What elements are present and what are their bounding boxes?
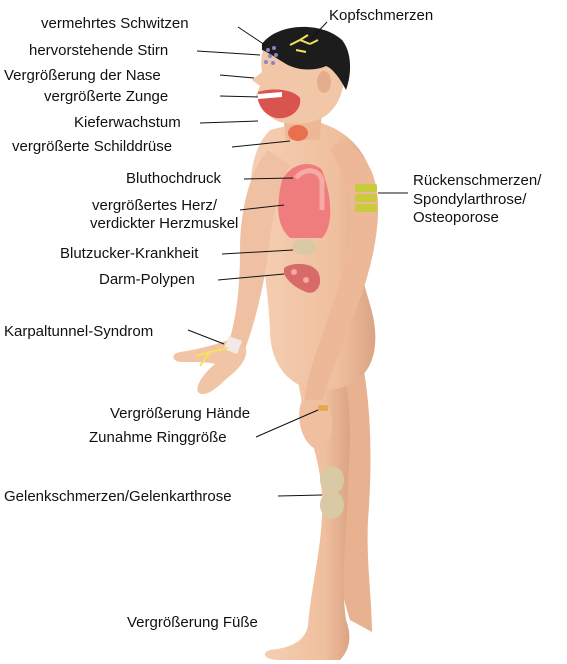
label-thyroid: vergrößerte Schilddrüse (12, 138, 172, 156)
label-tongue: vergrößerte Zunge (44, 88, 168, 106)
ear (317, 71, 331, 93)
thyroid-organ (288, 125, 308, 141)
label-hypertension: Bluthochdruck (126, 170, 221, 188)
label-ring: Zunahme Ringgröße (89, 429, 227, 447)
label-sweating: vermehrtes Schwitzen (41, 15, 189, 33)
label-forehead: hervorstehende Stirn (29, 42, 168, 60)
label-heart-line2: verdickter Herzmuskel (90, 215, 238, 233)
label-feet: Vergrößerung Füße (127, 614, 258, 632)
label-back-line2: Spondylarthrose/ (413, 191, 526, 209)
label-diabetes: Blutzucker-Krankheit (60, 245, 198, 263)
label-headache: Kopfschmerzen (329, 7, 433, 25)
pancreas-organ (292, 239, 316, 255)
label-polyps: Darm-Polypen (99, 271, 195, 289)
label-hands: Vergrößerung Hände (110, 405, 250, 423)
ring-icon (318, 405, 328, 411)
label-carpal: Karpaltunnel-Syndrom (4, 323, 153, 341)
label-heart-line1: vergrößertes Herz/ (92, 197, 217, 215)
label-joints: Gelenkschmerzen/Gelenkarthrose (4, 488, 232, 506)
label-jaw: Kieferwachstum (74, 114, 181, 132)
label-back-line1: Rückenschmerzen/ (413, 172, 541, 190)
label-back-line3: Osteoporose (413, 209, 499, 227)
label-nose: Vergrößerung der Nase (4, 67, 161, 85)
spine-icon (355, 184, 377, 212)
